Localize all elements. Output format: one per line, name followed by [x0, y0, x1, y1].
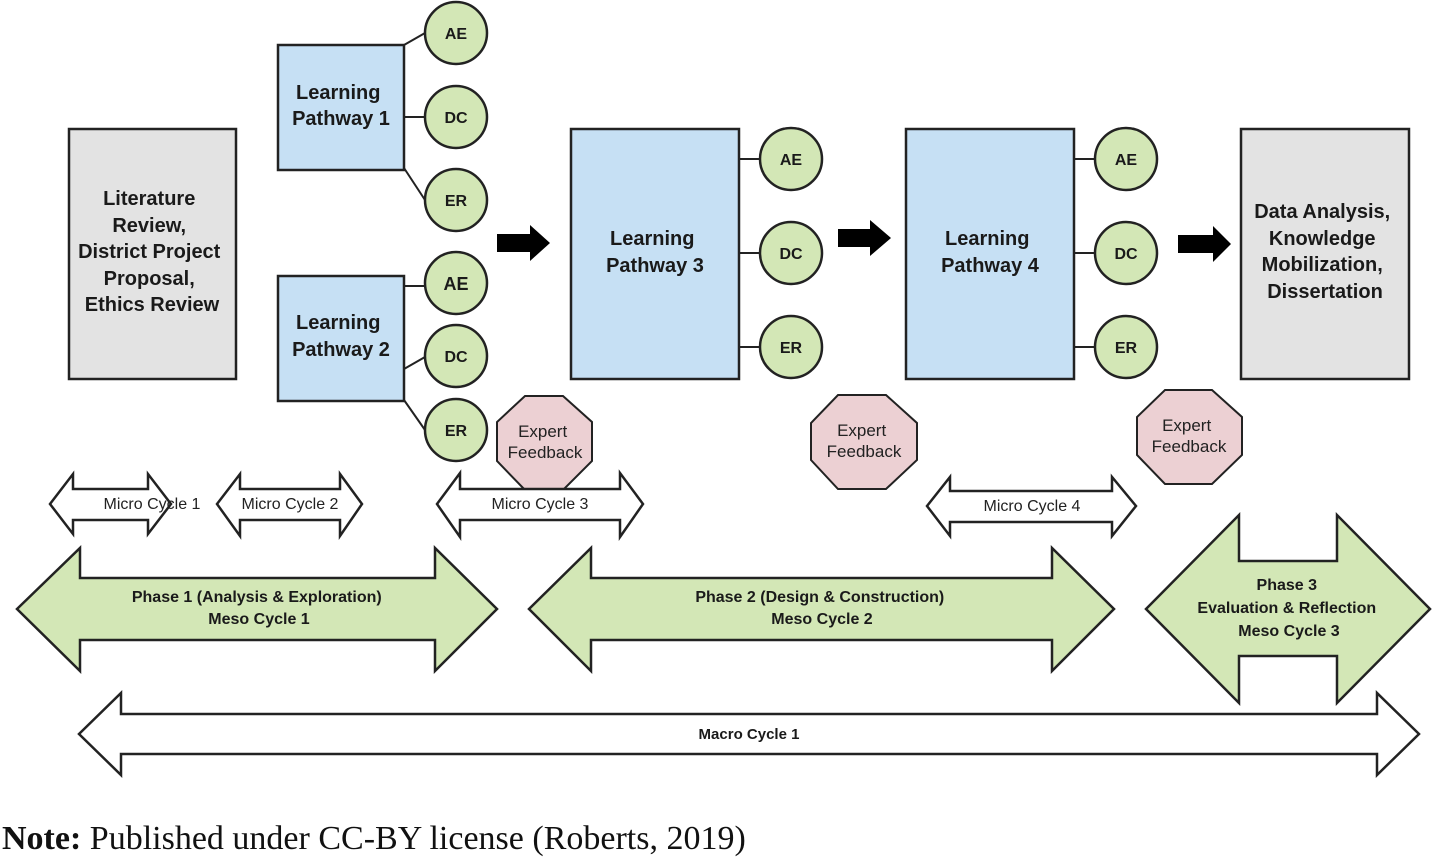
svg-text:AE: AE	[445, 26, 468, 43]
end-box-line: Data Analysis,	[1254, 201, 1390, 223]
svg-text:ER: ER	[1115, 340, 1138, 357]
pathway-label: Pathway 2	[292, 339, 390, 361]
node-ae: AE	[423, 0, 489, 66]
start-box-line: District Project	[78, 241, 221, 263]
pathway-label: Pathway 4	[941, 255, 1040, 277]
node-er: ER	[1093, 314, 1159, 380]
svg-text:Micro Cycle 2: Micro Cycle 2	[242, 496, 339, 513]
svg-text:Learning Pathway 2: Learning Pathway 2	[292, 312, 390, 361]
node-ae: AE	[423, 250, 489, 316]
pathway-label: Learning	[945, 228, 1029, 250]
svg-text:AE: AE	[443, 274, 468, 294]
flow-arrow-icon	[497, 225, 550, 261]
pathway-label: Pathway 1	[292, 108, 390, 130]
pathway-label: Learning	[296, 82, 380, 104]
svg-text:Micro Cycle 3: Micro Cycle 3	[492, 496, 589, 513]
start-box-line: Ethics Review	[85, 294, 220, 316]
node-er: ER	[423, 167, 489, 233]
micro-cycle-1: Micro Cycle 1	[48, 470, 201, 538]
svg-text:Phase 2 (Design & Constructio: Phase 2 (Design & Construction) Meso Cyc…	[695, 589, 948, 628]
svg-text:ER: ER	[445, 193, 468, 210]
svg-text:Expert Feedback: Expert Feedback	[508, 422, 583, 462]
note-label: Note:	[2, 820, 82, 857]
svg-text:Micro Cycle 1: Micro Cycle 1	[104, 496, 201, 513]
flow-arrow-icon	[1178, 226, 1231, 262]
svg-text:Learning Pathway 1: Learning Pathway 1	[292, 82, 390, 130]
svg-text:ER: ER	[780, 340, 803, 357]
learning-pathway-4: Learning Pathway 4 AE DC ER	[904, 126, 1159, 381]
start-box-line: Proposal,	[104, 268, 195, 290]
phase-3-arrow: Phase 3 Evaluation & Reflection Meso Cyc…	[1144, 511, 1432, 707]
node-ae: AE	[758, 126, 824, 192]
micro-cycle-3: Micro Cycle 3	[435, 469, 645, 541]
svg-text:Expert Feedback: Expert Feedback	[827, 421, 902, 461]
learning-pathway-2: Learning Pathway 2 AE DC ER	[276, 250, 489, 463]
svg-text:ER: ER	[445, 423, 468, 440]
figure-note: Note: Published under CC-BY license (Rob…	[2, 820, 746, 858]
expert-feedback-1: Expert Feedback	[496, 395, 593, 491]
svg-text:Micro Cycle 4: Micro Cycle 4	[984, 498, 1081, 515]
pathway-label: Pathway 3	[606, 255, 704, 277]
pathway-label: Learning	[610, 228, 694, 250]
svg-text:AE: AE	[1115, 152, 1138, 169]
micro-cycle-2: Micro Cycle 2	[215, 470, 364, 541]
node-dc: DC	[758, 220, 824, 286]
svg-text:Macro Cycle 1: Macro Cycle 1	[699, 726, 800, 743]
learning-pathway-3: Learning Pathway 3 AE DC ER	[569, 126, 824, 381]
note-text: Published under CC-BY license (Roberts, …	[81, 820, 746, 857]
flow-arrow-icon	[838, 220, 891, 256]
end-box-line: Mobilization,	[1262, 254, 1383, 276]
svg-text:AE: AE	[780, 152, 803, 169]
start-box-line: Literature	[103, 188, 195, 210]
node-ae: AE	[1093, 126, 1159, 192]
phase-1-arrow: Phase 1 (Analysis & Exploration) Meso Cy…	[15, 545, 499, 675]
node-dc: DC	[423, 84, 489, 150]
svg-text:Expert Feedback: Expert Feedback	[1152, 416, 1227, 456]
end-box-line: Knowledge	[1269, 228, 1376, 250]
svg-text:Learning Pathway 3: Learning Pathway 3	[606, 228, 704, 277]
learning-pathway-1: Learning Pathway 1 AE DC ER	[276, 0, 489, 233]
start-box-line: Review,	[112, 215, 186, 237]
literature-review-box: Literature Review, District Project Prop…	[67, 127, 238, 381]
macro-cycle-arrow: Macro Cycle 1	[77, 690, 1421, 778]
svg-text:Literature Review,: Literature Review, District Project Prop…	[78, 188, 226, 316]
expert-feedback-2: Expert Feedback	[810, 394, 918, 490]
svg-text:Phase 3 Evaluation & Ref: Phase 3 Evaluation & Reflection Meso Cyc…	[1197, 577, 1380, 640]
node-er: ER	[423, 397, 489, 463]
end-box-line: Dissertation	[1267, 281, 1383, 303]
phase-2-arrow: Phase 2 (Design & Construction) Meso Cyc…	[527, 545, 1116, 675]
expert-feedback-3: Expert Feedback	[1136, 389, 1243, 485]
svg-text:Learning Pathway 4: Learning Pathway 4	[941, 228, 1040, 277]
node-er: ER	[758, 314, 824, 380]
svg-text:DC: DC	[1114, 246, 1138, 263]
svg-text:Phase 1 (Analysis & Explorati: Phase 1 (Analysis & Exploration) Meso Cy…	[132, 589, 386, 628]
svg-text:DC: DC	[444, 349, 468, 366]
svg-text:Data Analysis, Knowledge: Data Analysis, Knowledge Mobilization, D…	[1254, 201, 1396, 303]
micro-cycle-4: Micro Cycle 4	[925, 473, 1138, 540]
svg-text:DC: DC	[779, 246, 803, 263]
data-analysis-box: Data Analysis, Knowledge Mobilization, D…	[1239, 127, 1411, 381]
node-dc: DC	[423, 323, 489, 389]
svg-text:DC: DC	[444, 110, 468, 127]
pathway-label: Learning	[296, 312, 380, 334]
node-dc: DC	[1093, 220, 1159, 286]
